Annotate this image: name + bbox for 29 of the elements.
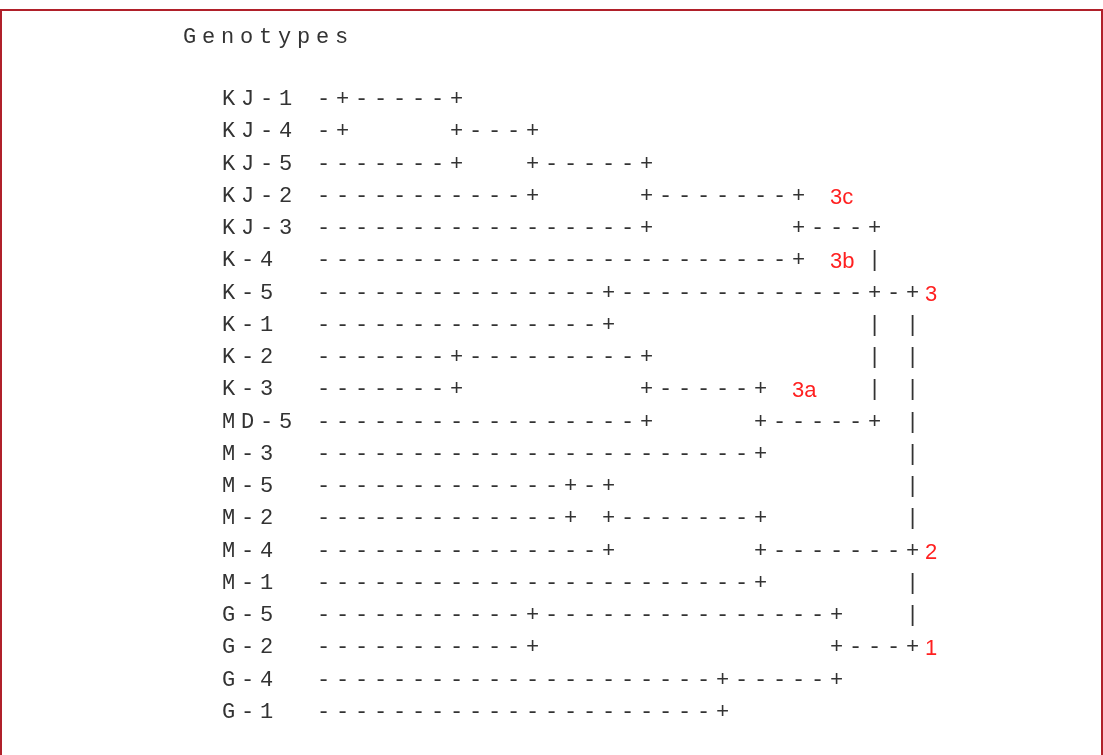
dendrogram-row-text: KJ-4 -+ +---+ (222, 118, 546, 147)
dendrogram-row-text: | | (868, 376, 925, 405)
dendrogram-row-text: M-2 -------------+ +-------+ | (222, 505, 926, 534)
dendrogram-row-text: K-1 ---------------+ | | (222, 311, 926, 340)
dendrogram-row-text: G-2 -----------+ +---+ (222, 634, 926, 663)
cluster-label: 2 (925, 537, 938, 566)
cluster-label: 3b (830, 247, 855, 276)
dendrogram-row-text: M-4 ---------------+ +-------+ (222, 537, 926, 566)
cluster-label: 1 (925, 634, 938, 663)
dendrogram-row-text: KJ-2 -----------+ +-------+ (222, 182, 812, 211)
dendrogram-row-text: G-4 ---------------------+-----+ (222, 666, 850, 695)
cluster-label: 3c (830, 182, 854, 211)
dendrogram-row-text: K-3 -------+ +-----+ (222, 376, 774, 405)
dendrogram-row-text: M-5 -------------+-+ | (222, 473, 926, 502)
dendrogram-row-text: | (868, 247, 887, 276)
dendrogram-row-text: G-5 -----------+---------------+ | (222, 602, 926, 631)
dendrogram-row-text: KJ-1 -+-----+ (222, 86, 470, 114)
dendrogram-row-text: M-1 -----------------------+ | (222, 569, 926, 598)
dendrogram-row-text: G-1 ---------------------+ (222, 698, 736, 727)
dendrogram-row-text: K-4 -------------------------+ (222, 247, 812, 276)
cluster-label: 3 (925, 279, 938, 308)
cluster-label: 3a (792, 376, 817, 405)
dendrogram-row-text: M-3 -----------------------+ | (222, 440, 926, 469)
dendrogram-row-text: KJ-3 -----------------+ +---+ (222, 215, 888, 244)
title: Genotypes (183, 24, 355, 52)
dendrogram-row-text: KJ-5 -------+ +-----+ (222, 150, 660, 179)
dendrogram-row-text: K-2 -------+---------+ | | (222, 344, 926, 373)
dendrogram-row-text: K-5 ---------------+-------------+-+ (222, 279, 926, 308)
dendrogram-row-text: MD-5 -----------------+ +-----+ | (222, 408, 926, 437)
